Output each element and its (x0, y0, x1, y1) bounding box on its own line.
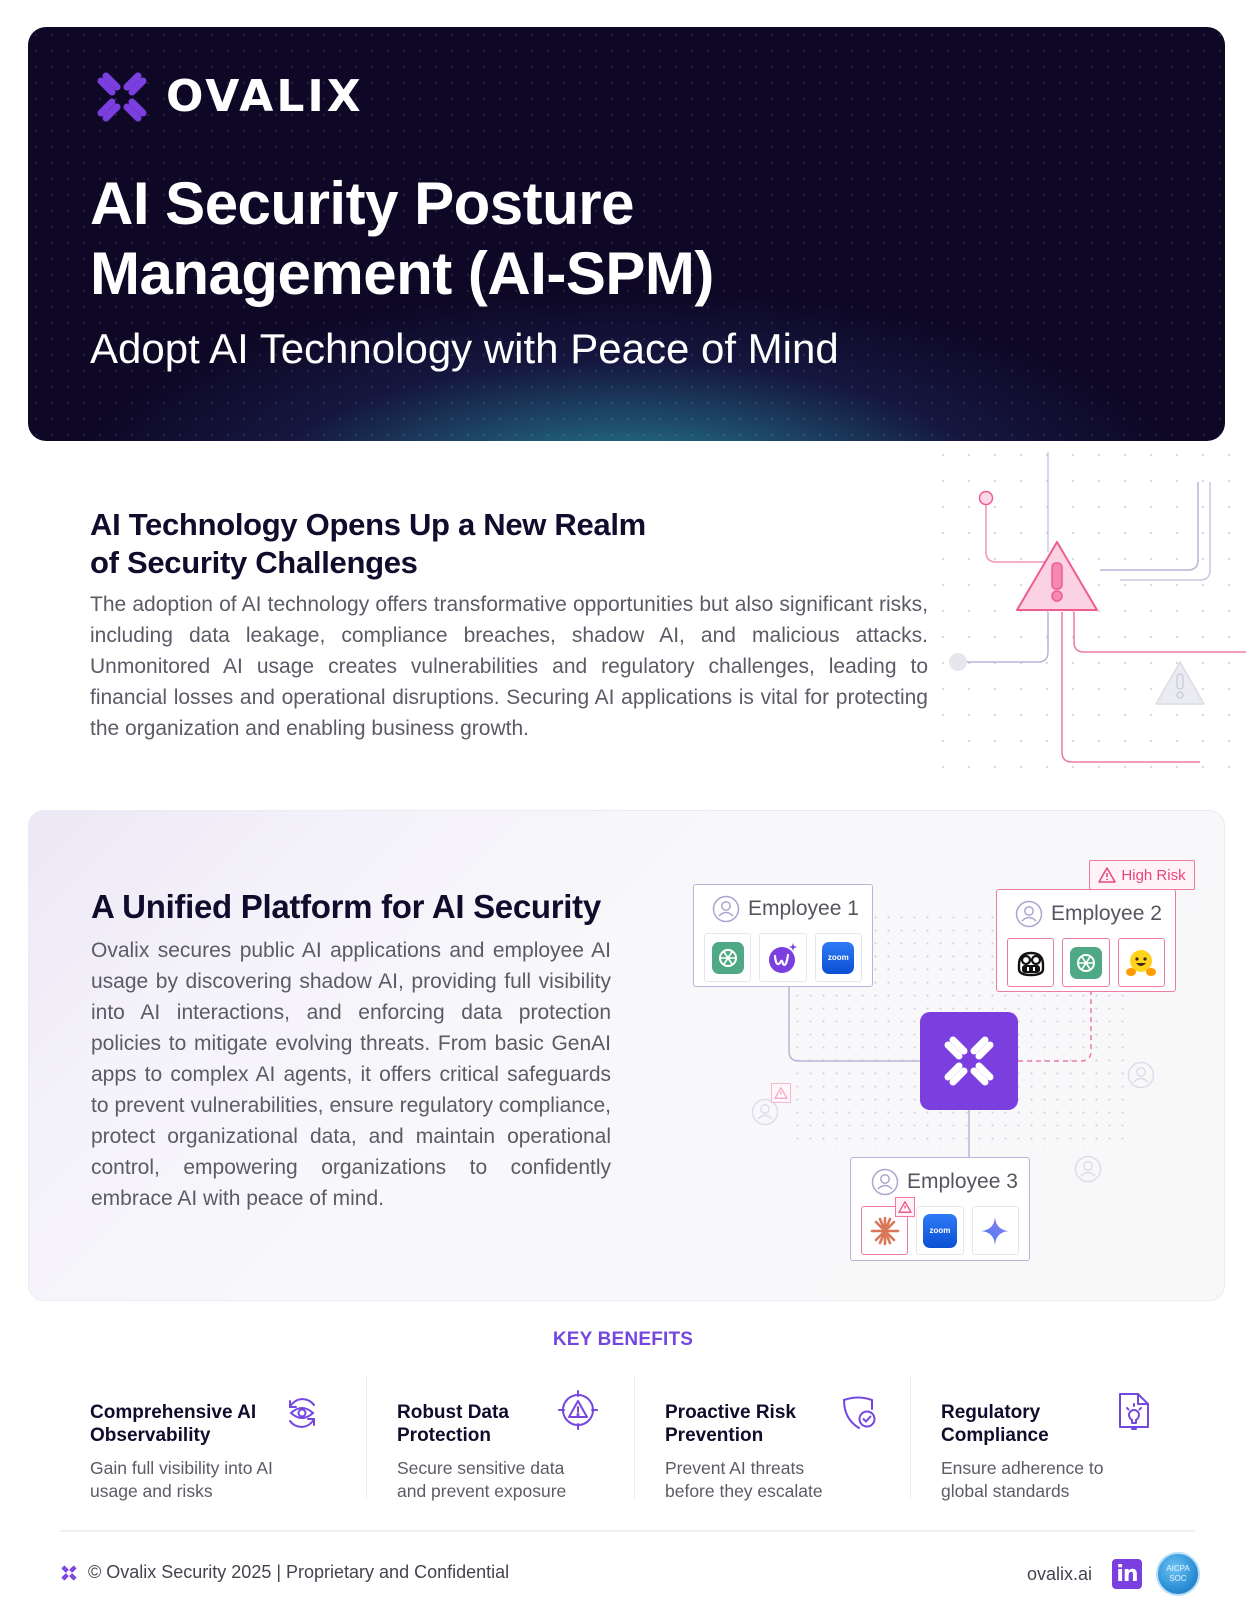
target-warning-icon (558, 1390, 598, 1430)
hero-banner: OVALIX AI Security Posture Management (A… (28, 27, 1225, 441)
huggingface-icon (1126, 949, 1157, 976)
section2-body: Ovalix secures public AI applications an… (91, 939, 611, 1210)
warning-triangle-icon (1016, 541, 1098, 611)
app-tile-flagged (861, 1197, 916, 1255)
chatgpt-icon (711, 941, 744, 974)
copyright-text: © Ovalix Security 2025 | Proprietary and… (88, 1562, 510, 1582)
benefit-desc: Prevent AI threats before they escalate (665, 1458, 823, 1501)
benefit-desc: Ensure adherence to global standards (941, 1458, 1104, 1501)
warning-triangle-muted-icon (1155, 661, 1205, 705)
benefit-title: Robust Data Protection (397, 1402, 509, 1446)
page-subtitle: Adopt AI Technology with Peace of Mind (90, 325, 839, 372)
ovalix-x-logo-icon (97, 72, 147, 122)
chatgpt-icon (1069, 946, 1102, 979)
warning-icon (1098, 867, 1117, 883)
ghost-user-icon (751, 1098, 779, 1126)
section1-body: The adoption of AI technology offers tra… (90, 593, 928, 740)
benefit-title: Proactive Risk Prevention (665, 1402, 796, 1446)
platform-card: A Unified Platform for AI Security Ovali… (28, 810, 1225, 1301)
app-tile (1117, 938, 1165, 987)
benefit-item: Regulatory Compliance Ensure adherence t… (910, 1375, 1200, 1501)
brand-wordmark: OVALIX (166, 71, 364, 122)
ovalix-hub[interactable] (920, 1012, 1018, 1110)
title-line-1: AI Security Posture (90, 170, 635, 237)
platform-diagram: Employee 1 zoom High Risk Empl (661, 811, 1226, 1302)
key-benefits-heading: KEY BENEFITS (552, 1329, 694, 1350)
risk-node-dot (978, 490, 994, 506)
high-risk-badge: High Risk (1089, 860, 1195, 890)
footer: © Ovalix Security 2025 | Proprietary and… (60, 1552, 1200, 1598)
linkedin-icon[interactable]: in (1112, 1559, 1142, 1589)
ghost-warning-badge (771, 1083, 791, 1103)
user-icon (871, 1168, 899, 1196)
warning-icon (774, 1087, 788, 1099)
eye-refresh-icon (289, 1398, 315, 1428)
shield-check-icon (843, 1396, 876, 1429)
employee-card[interactable]: Employee 3 zoom (850, 1157, 1030, 1261)
soc-badge-line-2: SOC (1169, 1574, 1187, 1583)
employee-card-high-risk[interactable]: Employee 2 (996, 889, 1176, 992)
diagram-connectors (788, 986, 1092, 1157)
title-line-2: Management (AI-SPM) (90, 240, 714, 307)
app-tile (704, 933, 752, 982)
zoom-icon: zoom (822, 941, 855, 974)
section1-title: AI Technology Opens Up a New Realm of Se… (90, 506, 730, 582)
app-tile: zoom (916, 1206, 964, 1255)
app-tile (1062, 938, 1110, 987)
warning-icon (898, 1201, 912, 1213)
ghost-user-icon (1127, 1061, 1155, 1089)
user-icon (712, 895, 740, 923)
brand-logo: OVALIX (92, 67, 364, 127)
ovalix-x-logo-icon (944, 1036, 994, 1086)
benefit-item: Proactive Risk Prevention Prevent AI thr… (634, 1375, 910, 1501)
benefit-desc: Secure sensitive data and prevent exposu… (397, 1458, 567, 1501)
benefit-item: Robust Data Protection Secure sensitive … (366, 1375, 634, 1501)
benefit-desc: Gain full visibility into AI usage and r… (90, 1458, 273, 1501)
footer-divider (60, 1530, 1195, 1532)
page-title: AI Security Posture Management (AI-SPM) (90, 169, 990, 309)
dot-pattern (28, 27, 1225, 441)
section1-title-line-2: of Security Challenges (90, 545, 418, 580)
benefit-item: Comprehensive AI Observability Gain full… (60, 1375, 366, 1501)
benefit-title: Regulatory Compliance (941, 1402, 1049, 1446)
gemini-icon (981, 1216, 1010, 1245)
user-icon (1015, 900, 1043, 928)
copilot-icon (1017, 951, 1044, 976)
employee-name: Employee 3 (907, 1170, 1018, 1193)
claude-icon (870, 1216, 899, 1245)
website-link[interactable]: ovalix.ai (1026, 1563, 1092, 1584)
warning-mini-badge (895, 1197, 916, 1217)
ovalix-x-logo-icon (61, 1565, 77, 1580)
section2-title: A Unified Platform for AI Security (91, 888, 601, 925)
app-tile: zoom (814, 933, 862, 982)
employee-card[interactable]: Employee 1 zoom (693, 884, 873, 987)
section1-title-line-1: AI Technology Opens Up a New Realm (90, 507, 646, 542)
employee-name: Employee 2 (1051, 902, 1162, 925)
ghost-user-icon (1074, 1155, 1102, 1183)
zoom-icon: zoom (922, 1213, 957, 1248)
risk-network-illustration (940, 452, 1246, 782)
app-tile (759, 933, 807, 982)
high-risk-label: High Risk (1121, 866, 1186, 884)
aicpa-soc-badge: AICPA SOC (1156, 1552, 1200, 1596)
writer-icon (768, 942, 797, 973)
benefit-title: Comprehensive AI Observability (90, 1402, 257, 1446)
app-tile (971, 1206, 1019, 1255)
app-tile (1007, 938, 1055, 987)
soc-badge-line-1: AICPA (1166, 1564, 1190, 1573)
document-lightbulb-icon (1119, 1393, 1149, 1430)
benefits-row: Comprehensive AI Observability Gain full… (60, 1375, 1200, 1501)
employee-name: Employee 1 (748, 897, 859, 920)
